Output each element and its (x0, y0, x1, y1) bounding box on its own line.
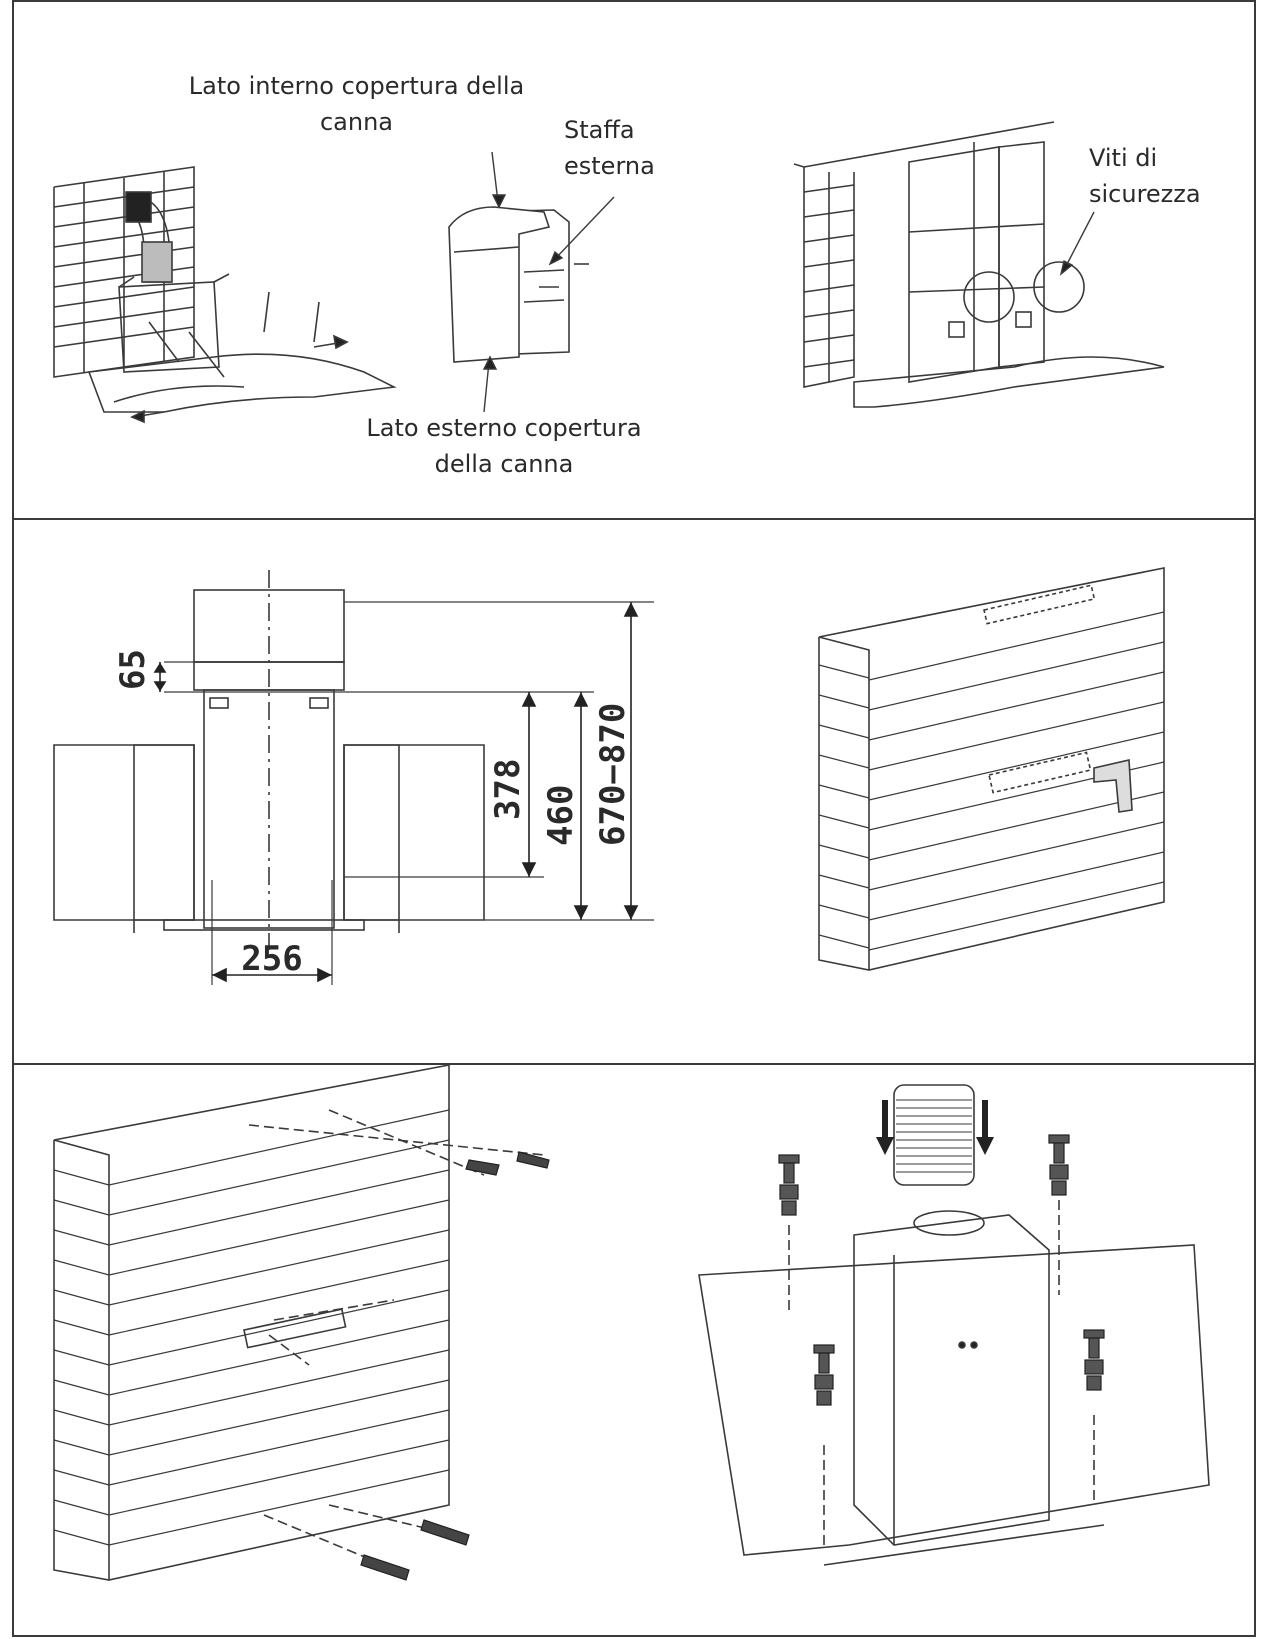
brick-wall-right (803, 172, 855, 382)
assembled-hood-illustration (793, 121, 1165, 408)
dimension-drawing: 65 378 460 670−870 256 (53, 567, 1165, 985)
panel-fixing (12, 1063, 1256, 1637)
chimney-cover-assembly-illustration (53, 121, 1165, 424)
glass-canopy-left (87, 353, 397, 413)
brick-pattern-left (53, 1109, 450, 1546)
dim-256: 256 (241, 939, 302, 979)
wall-plugs (360, 1151, 550, 1581)
hood-with-screws-illustration (698, 1084, 1210, 1566)
dim-378: 378 (488, 759, 528, 820)
chimney-cover-pieces (448, 206, 589, 363)
panel-dimensions: 65 378 460 670−870 256 (12, 518, 1256, 1065)
dim-65: 65 (113, 649, 153, 690)
brick-wall-left (53, 166, 195, 378)
label-outer-bracket: Staffa esterna (564, 116, 655, 180)
hood-front-view (53, 570, 485, 950)
duct-pipe (125, 191, 173, 283)
duct-hatch (896, 1099, 972, 1173)
wall-with-bracket-illustration (818, 567, 1165, 971)
dimension-arrows (153, 602, 639, 983)
dim-670-870: 670−870 (593, 703, 633, 846)
dim-460: 460 (541, 785, 581, 846)
wall-with-anchors (53, 1065, 545, 1581)
mounting-screws (778, 1134, 1105, 1406)
dimension-extension-lines (164, 601, 654, 985)
label-safety-screws: Viti di sicurezza (1089, 144, 1201, 208)
label-inner-cover: Lato interno copertura della canna (188, 72, 525, 136)
label-outer-cover: Lato esterno copertura della canna (366, 414, 642, 478)
down-arrows (876, 1100, 994, 1155)
leader-lines (482, 151, 1095, 413)
fixing-illustration (53, 1065, 1210, 1581)
panel-installation-covers: Lato interno copertura della canna Staff… (12, 0, 1256, 520)
motor-box (118, 273, 230, 373)
